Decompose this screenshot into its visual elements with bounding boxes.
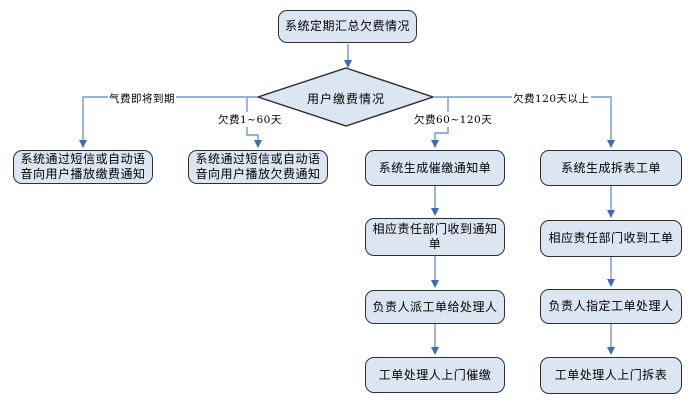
- node-sms-payment-notice: 系统通过短信或自动语音向用户播放缴费通知: [13, 150, 153, 184]
- edge-label-60-120-days: 欠费60~120天: [413, 112, 494, 127]
- edge-label-over-120-days: 欠费120天以上: [512, 91, 591, 106]
- node-label: 负责人指定工单处理人: [548, 299, 674, 313]
- node-dept-receive-notice: 相应责任部门收到通知单: [365, 218, 505, 256]
- node-door-to-door-collection: 工单处理人上门催缴: [365, 357, 505, 393]
- node-label: 系统通过短信或自动语音向用户播放缴费通知: [20, 152, 146, 181]
- node-generate-meter-removal-order: 系统生成拆表工单: [540, 150, 682, 186]
- node-label: 工单处理人上门催缴: [378, 367, 492, 382]
- node-label: 负责人派工单给处理人: [372, 299, 498, 314]
- node-label: 系统生成拆表工单: [560, 160, 661, 175]
- edge-label-1-60-days: 欠费1~60天: [217, 112, 283, 127]
- arrow-branch-over-120-days: [433, 96, 615, 148]
- node-designate-order-handler: 负责人指定工单处理人: [540, 289, 682, 324]
- node-dept-receive-work-order: 相应责任部门收到工单: [540, 220, 682, 257]
- node-label: 用户缴费情况: [306, 92, 385, 106]
- arrow-right-1-2: [607, 186, 615, 218]
- node-generate-collection-notice: 系统生成催缴通知单: [365, 150, 505, 186]
- node-door-to-door-meter-removal: 工单处理人上门拆表: [540, 357, 682, 394]
- node-label: 系统通过短信或自动语音向用户播放欠费通知: [195, 152, 321, 181]
- arrow-branch-gas-due: [79, 96, 258, 148]
- arrow-right-3-4: [607, 324, 615, 355]
- arrow-mid-2-3: [431, 256, 439, 288]
- arrow-right-2-3: [607, 257, 615, 287]
- decision-diamond-shape: [255, 67, 436, 127]
- node-label: 相应责任部门收到通知单: [372, 222, 498, 251]
- node-decision-payment-status: 用户缴费情况: [280, 90, 412, 107]
- node-assign-work-order: 负责人派工单给处理人: [365, 290, 505, 324]
- node-label: 系统生成催缴通知单: [378, 160, 492, 175]
- node-label: 系统定期汇总欠费情况: [284, 19, 410, 33]
- edge-label-gas-due: 气费即将到期: [108, 91, 176, 106]
- node-start-summarize-arrears: 系统定期汇总欠费情况: [278, 10, 417, 43]
- arrow-mid-3-4: [431, 324, 439, 355]
- node-label: 工单处理人上门拆表: [554, 368, 668, 382]
- arrow-mid-1-2: [431, 186, 439, 216]
- node-sms-arrears-notice: 系统通过短信或自动语音向用户播放欠费通知: [188, 150, 328, 184]
- arrow-start-to-decision: [344, 44, 352, 68]
- node-label: 相应责任部门收到工单: [548, 231, 674, 245]
